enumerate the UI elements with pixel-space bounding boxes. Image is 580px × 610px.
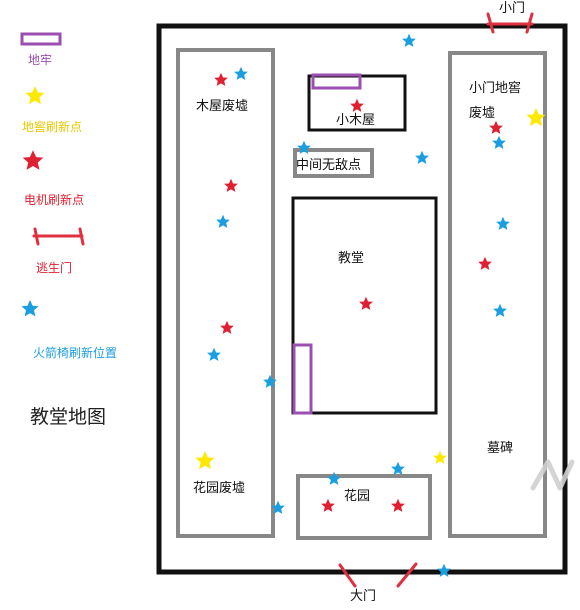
generator-spawn-star bbox=[214, 72, 228, 86]
cellar-spawn-star bbox=[433, 450, 447, 464]
legend: 地牢 地窖刷新点 电机刷新点 逃生门 火箭椅刷新位置 教堂地图 bbox=[20, 32, 117, 428]
generator-spawn-star bbox=[224, 178, 238, 192]
small-gate-cellar-ruins-label-line1: 小门地窖 bbox=[469, 80, 521, 96]
church-cellar bbox=[292, 343, 313, 415]
main-exit-gate bbox=[338, 562, 418, 588]
hook-spawn-star bbox=[402, 33, 416, 47]
cellar-legend-icon bbox=[20, 32, 62, 46]
blue-star-icon bbox=[21, 300, 39, 317]
middle-invincible-spot-area bbox=[293, 148, 374, 178]
small-cabin-cellar bbox=[311, 73, 362, 90]
generator-spawn-star bbox=[321, 498, 335, 512]
hook-spawn-star bbox=[207, 347, 221, 361]
generator-spawn-star bbox=[489, 120, 503, 134]
legend-exit-gate-label: 逃生门 bbox=[36, 260, 72, 275]
legend-generator-spawn-label: 电机刷新点 bbox=[24, 192, 84, 207]
church-label: 教堂 bbox=[338, 250, 364, 266]
generator-spawn-star bbox=[220, 320, 234, 334]
church-area bbox=[291, 196, 438, 415]
hook-spawn-star bbox=[216, 214, 230, 228]
small-gate-label: 小门 bbox=[499, 1, 525, 16]
watermark-logo bbox=[530, 459, 575, 491]
legend-cellar-label: 地牢 bbox=[28, 52, 52, 67]
cellar-spawn-star bbox=[526, 108, 546, 127]
cabin-ruins-area bbox=[176, 48, 275, 538]
tombstone-label: 墓碑 bbox=[487, 440, 513, 456]
generator-spawn-star bbox=[391, 498, 405, 512]
map-title: 教堂地图 bbox=[30, 406, 106, 428]
outer-wall bbox=[156, 23, 568, 575]
small-gate-cellar-ruins-area bbox=[448, 51, 547, 538]
garden-ruins-label: 花园废墟 bbox=[193, 480, 245, 496]
legend-hook-spawn-label: 火箭椅刷新位置 bbox=[33, 345, 117, 360]
generator-spawn-star bbox=[350, 98, 364, 112]
hook-spawn-star bbox=[415, 150, 429, 164]
garden-area bbox=[296, 474, 432, 540]
legend-cellar-spawn-label: 地窖刷新点 bbox=[22, 119, 82, 134]
hook-spawn-star bbox=[234, 66, 248, 80]
exit-gate-icon bbox=[32, 227, 85, 246]
cabin-ruins-label: 木屋废墟 bbox=[196, 98, 248, 114]
hook-spawn-star bbox=[496, 216, 510, 230]
main-gate-label: 大门 bbox=[350, 589, 376, 604]
garden-label: 花园 bbox=[344, 488, 370, 504]
middle-invincible-spot-label: 中间无敌点 bbox=[296, 158, 361, 173]
hook-spawn-star bbox=[493, 303, 507, 317]
yellow-star-icon bbox=[25, 86, 45, 105]
generator-spawn-star bbox=[359, 296, 373, 310]
generator-spawn-star bbox=[478, 256, 492, 270]
red-star-icon bbox=[22, 150, 44, 170]
hook-spawn-star bbox=[391, 461, 405, 475]
hook-spawn-star bbox=[492, 135, 506, 149]
cellar-spawn-star bbox=[195, 451, 215, 470]
small-gate-cellar-ruins-label-line2: 废墟 bbox=[469, 105, 495, 121]
hook-spawn-star bbox=[437, 563, 451, 577]
hook-spawn-star bbox=[327, 471, 341, 485]
small-exit-gate bbox=[486, 12, 534, 34]
small-cabin-label: 小木屋 bbox=[336, 113, 375, 128]
